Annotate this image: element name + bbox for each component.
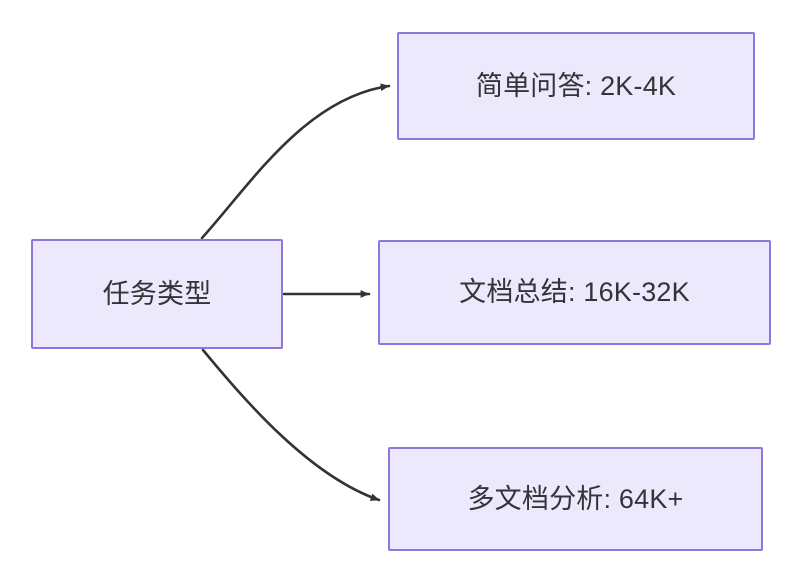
node-multi-doc[interactable]: 多文档分析: 64K+ (388, 447, 763, 551)
node-task-type-label: 任务类型 (102, 278, 212, 309)
node-simple-qa[interactable]: 简单问答: 2K-4K (397, 32, 755, 140)
node-doc-summary-label: 文档总结: 16K-32K (459, 277, 690, 308)
node-doc-summary[interactable]: 文档总结: 16K-32K (378, 240, 771, 345)
edge-root-to-multi-doc (201, 348, 381, 502)
node-task-type[interactable]: 任务类型 (31, 239, 283, 349)
node-multi-doc-label: 多文档分析: 64K+ (467, 483, 684, 514)
edge-root-to-simple-qa (200, 83, 391, 240)
node-simple-qa-label: 简单问答: 2K-4K (475, 70, 677, 101)
